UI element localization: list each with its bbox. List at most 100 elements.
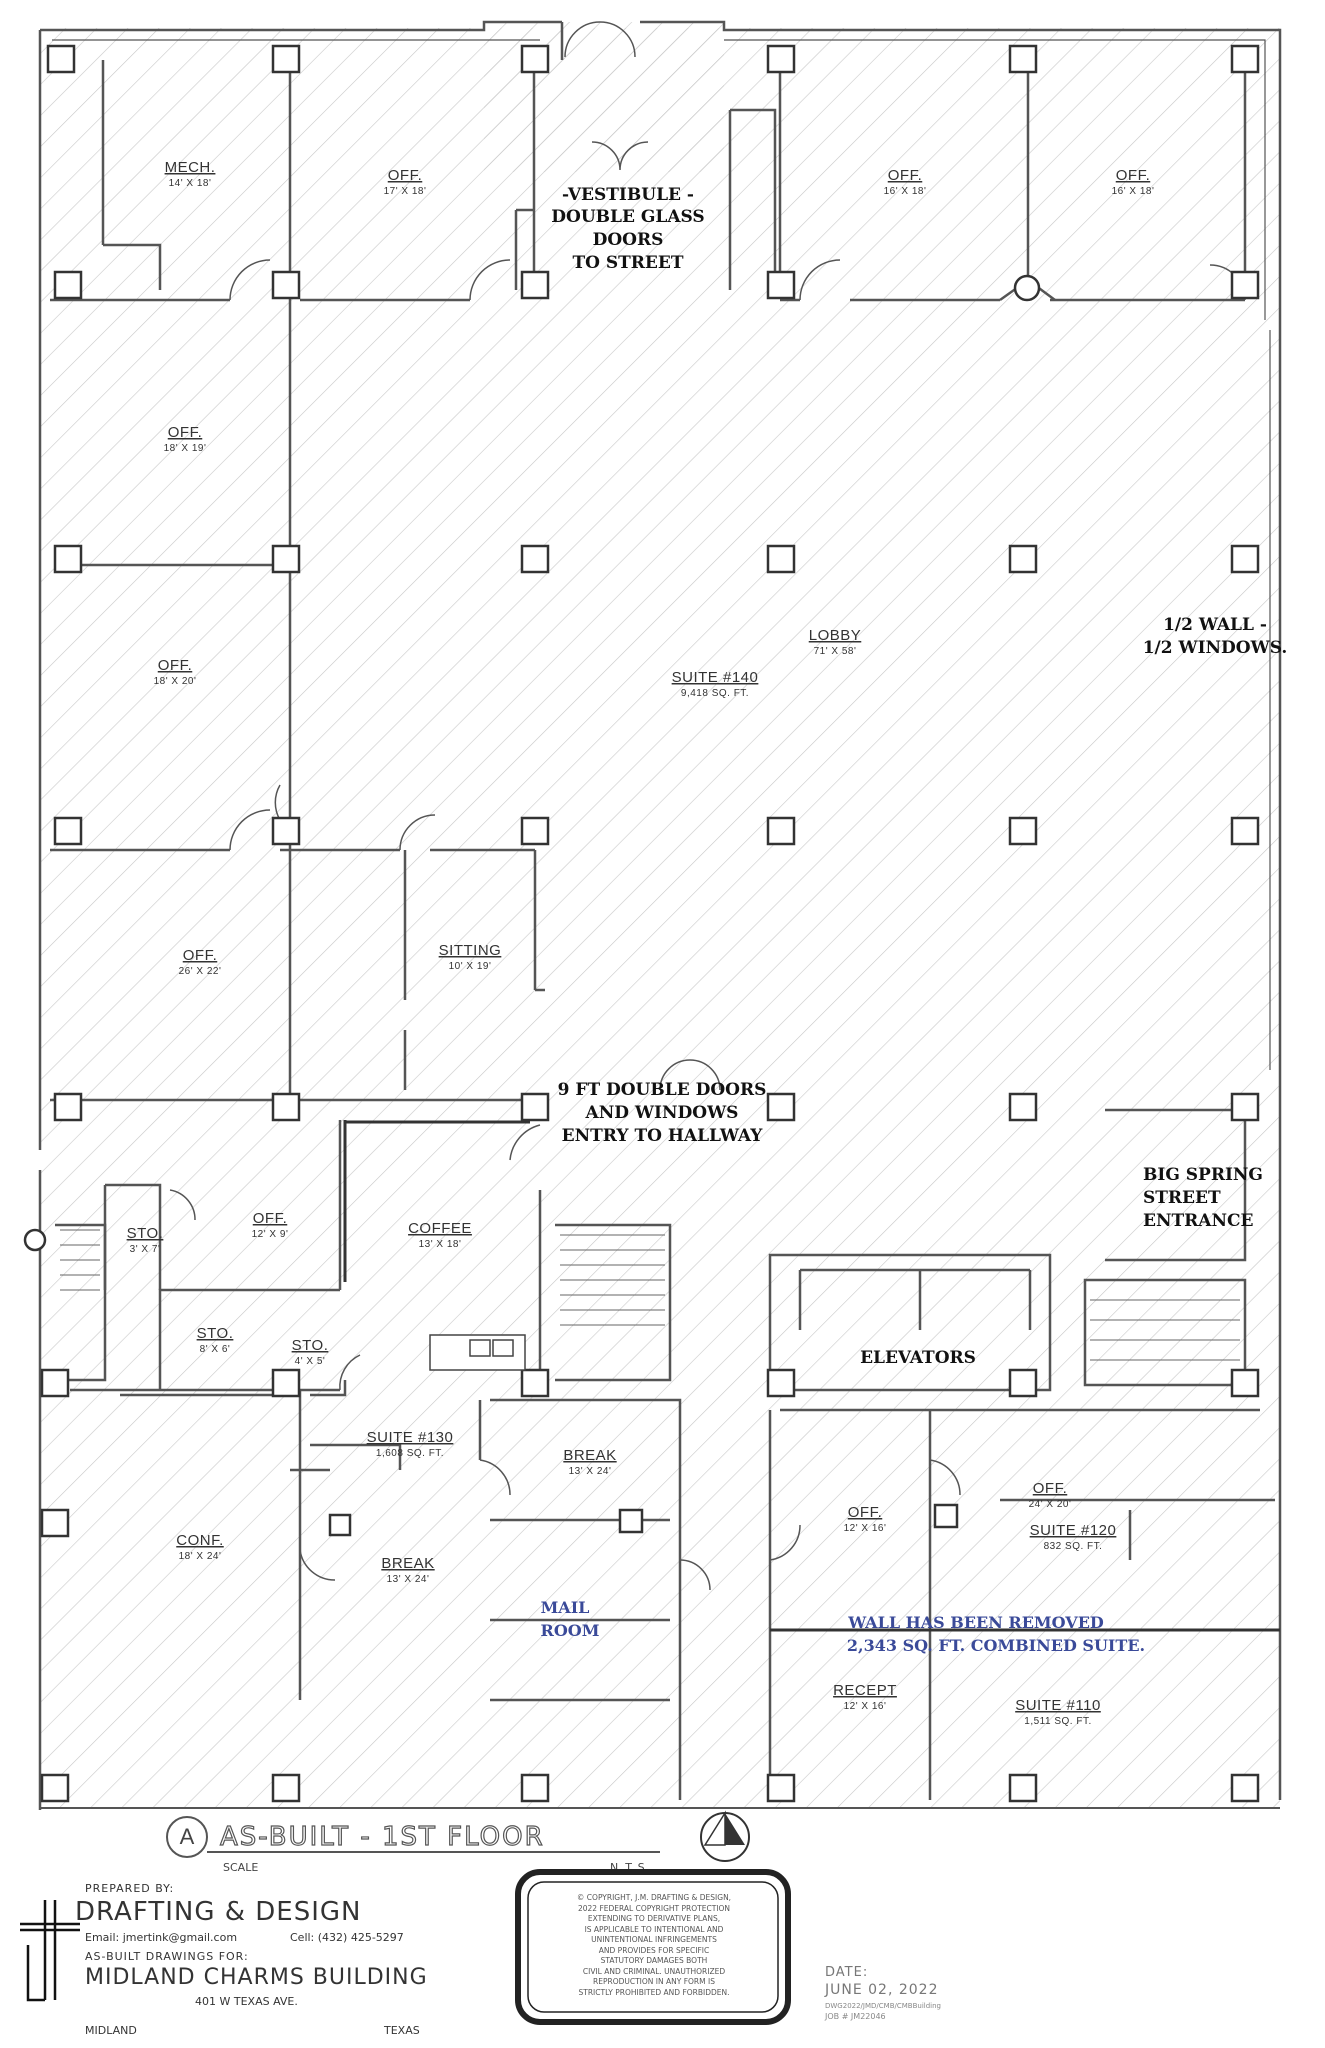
- firm-email: Email: jmertink@gmail.com: [85, 1931, 238, 1944]
- room-name: BREAK: [381, 1555, 434, 1572]
- copyright-line: REPRODUCTION IN ANY FORM IS: [593, 1977, 715, 1986]
- prepared-by-label: PREPARED BY:: [85, 1882, 175, 1895]
- room-dims: 18' X 24': [179, 1551, 222, 1562]
- vestibule-note: -VESTIBULE -: [562, 185, 694, 205]
- room-name: SUITE #140: [672, 669, 759, 686]
- room-dims: 832 SQ. FT.: [1044, 1541, 1103, 1552]
- firm-cell: Cell: (432) 425-5297: [290, 1931, 404, 1944]
- room-name: MECH.: [165, 159, 216, 176]
- big-spring-note: BIG SPRING: [1143, 1165, 1263, 1185]
- file-path: DWG2022/JMD/CMB/CMBBuilding: [825, 2002, 941, 2010]
- room-dims: 13' X 18': [419, 1239, 462, 1250]
- copyright-line: UNINTENTIONAL INFRINGEMENTS: [591, 1935, 717, 1944]
- job-number: JOB # JM22046: [825, 2012, 886, 2021]
- drawing-title-text: AS-BUILT - 1ST FLOOR: [220, 1822, 545, 1852]
- big-spring-note: STREET: [1143, 1188, 1221, 1208]
- room-dims: 1,608 SQ. FT.: [376, 1448, 444, 1459]
- vestibule-note: TO STREET: [573, 253, 684, 273]
- exterior-walls: [38, 20, 1282, 1810]
- vestibule-note: DOUBLE GLASS: [551, 207, 704, 227]
- room-name: RECEPT: [833, 1682, 897, 1699]
- mail-room-label: MAIL: [541, 1598, 590, 1617]
- room-dims: 3' X 7': [130, 1244, 161, 1255]
- room-name: CONF.: [176, 1532, 224, 1549]
- room-name: SUITE #110: [1015, 1697, 1101, 1714]
- building-hatch: [40, 22, 1280, 1808]
- project-address: 401 W TEXAS AVE.: [195, 1995, 298, 2008]
- copyright-line: STATUTORY DAMAGES BOTH: [600, 1956, 708, 1965]
- room-dims: 8' X 6': [200, 1344, 231, 1355]
- room-dims: 16' X 18': [884, 186, 927, 197]
- drawings-for-label: AS-BUILT DRAWINGS FOR:: [85, 1950, 249, 1963]
- hallway-doors-note: ENTRY TO HALLWAY: [562, 1126, 764, 1146]
- room-name: STO.: [292, 1337, 329, 1354]
- project-city: MIDLAND: [85, 2024, 137, 2037]
- room-labels: MECH. 14' X 18' OFF. 17' X 18' OFF. 16' …: [127, 159, 1154, 1727]
- room-name: STO.: [127, 1225, 164, 1242]
- scale-label: SCALE: [223, 1861, 258, 1874]
- drawing-title: A AS-BUILT - 1ST FLOOR SCALE N. T. S.: [40, 1807, 1280, 1874]
- stair-treads: [60, 1229, 1240, 1361]
- copyright-frame: [515, 1869, 791, 2025]
- copyright-notice: © COPYRIGHT, J.M. DRAFTING & DESIGN, 202…: [540, 1893, 768, 1998]
- room-name: SITTING: [439, 942, 502, 959]
- room-name: COFFEE: [408, 1220, 472, 1237]
- project-state: TEXAS: [384, 2024, 420, 2037]
- room-dims: 18' X 20': [154, 676, 197, 687]
- jm-logo-icon: [20, 1900, 80, 2002]
- room-dims: 17' X 18': [384, 186, 427, 197]
- vestibule-note: DOORS: [593, 230, 664, 250]
- big-spring-note: ENTRANCE: [1143, 1211, 1254, 1231]
- room-dims: 1,511 SQ. FT.: [1024, 1716, 1091, 1727]
- room-dims: 71' X 58': [814, 646, 857, 657]
- drawing-marker: A: [180, 1824, 195, 1849]
- annotations: -VESTIBULE - DOUBLE GLASS DOORS TO STREE…: [541, 185, 1288, 1655]
- room-name: OFF.: [183, 947, 218, 964]
- copyright-line: 2022 FEDERAL COPYRIGHT PROTECTION: [577, 1903, 731, 1913]
- wall-removed-note: 2,343 SQ. FT. COMBINED SUITE.: [847, 1636, 1145, 1655]
- hallway-doors-note: 9 FT DOUBLE DOORS: [558, 1080, 767, 1100]
- room-name: OFF.: [1116, 167, 1151, 184]
- room-name: OFF.: [388, 167, 423, 184]
- room-name: OFF.: [158, 657, 193, 674]
- room-dims: 13' X 24': [387, 1574, 430, 1585]
- room-dims: 24' X 20': [1029, 1499, 1072, 1510]
- north-arrow-icon: [700, 1810, 750, 1862]
- room-name: STO.: [197, 1325, 234, 1342]
- elevators-label: ELEVATORS: [860, 1348, 976, 1368]
- room-dims: 12' X 16': [844, 1701, 887, 1712]
- room-name: OFF.: [888, 167, 923, 184]
- room-dims: 10' X 19': [449, 961, 492, 972]
- date-value: JUNE 02, 2022: [825, 1982, 939, 1998]
- room-dims: 9,418 SQ. FT.: [681, 688, 749, 699]
- room-name: SUITE #130: [367, 1429, 454, 1446]
- structural-columns: [23, 44, 1260, 1803]
- room-dims: 14' X 18': [169, 178, 212, 189]
- room-dims: 4' X 5': [295, 1356, 326, 1367]
- room-dims: 12' X 16': [844, 1523, 887, 1534]
- room-dims: 13' X 24': [569, 1466, 612, 1477]
- room-name: OFF.: [253, 1210, 288, 1227]
- coffee-sink: [429, 1334, 526, 1371]
- room-name: OFF.: [848, 1504, 883, 1521]
- room-name: OFF.: [1033, 1480, 1068, 1497]
- copyright-line: STRICTLY PROHIBITED AND FORBIDDEN.: [578, 1987, 730, 1997]
- hallway-doors-note: AND WINDOWS: [585, 1103, 739, 1123]
- copyright-line: EXTENDING TO DERIVATIVE PLANS,: [587, 1914, 721, 1923]
- half-wall-note: 1/2 WALL -: [1163, 615, 1267, 635]
- room-dims: 18' X 19': [164, 443, 207, 454]
- copyright-line: IS APPLICABLE TO INTENTIONAL AND: [584, 1924, 724, 1934]
- room-dims: 26' X 22': [179, 966, 222, 977]
- half-wall-note: 1/2 WINDOWS.: [1143, 638, 1288, 658]
- project-name: MIDLAND CHARMS BUILDING: [85, 1965, 428, 1990]
- room-dims: 12' X 9': [252, 1229, 289, 1240]
- mail-room-label: ROOM: [541, 1621, 600, 1640]
- copyright-line: CIVIL AND CRIMINAL. UNAUTHORIZED: [582, 1966, 726, 1976]
- wall-removed-note: WALL HAS BEEN REMOVED: [847, 1613, 1104, 1632]
- date-label: DATE:: [825, 1965, 869, 1980]
- door-swings: [169, 21, 1246, 1591]
- firm-name: DRAFTING & DESIGN: [75, 1897, 362, 1927]
- room-name: SUITE #120: [1030, 1522, 1117, 1539]
- copyright-line: © COPYRIGHT, J.M. DRAFTING & DESIGN,: [576, 1893, 732, 1902]
